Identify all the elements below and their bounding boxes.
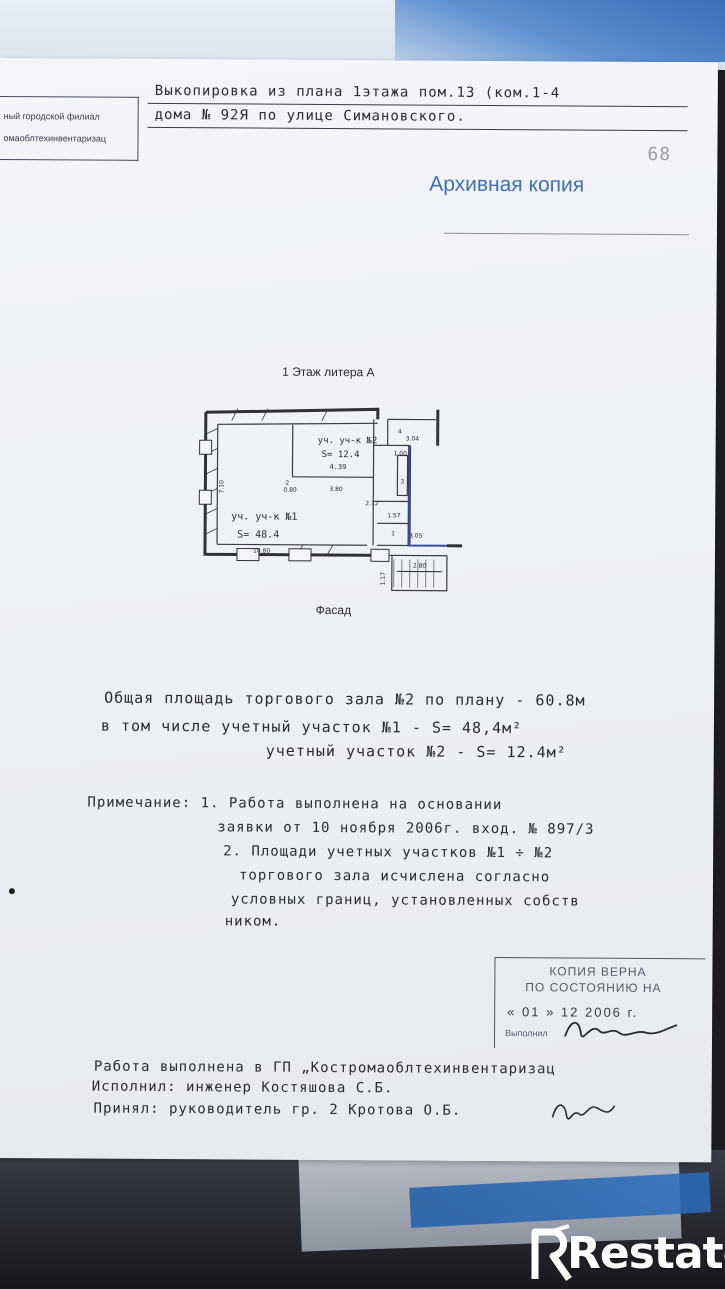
document-sheet: Выкопировка из плана 1этажа пом.13 (ком.… (0, 58, 718, 1163)
svg-text:3: 3 (400, 478, 404, 485)
copy-stamp-line-1: КОПИЯ ВЕРНА (549, 964, 647, 979)
header-line-2: дома № 92Я по улице Симановского. (154, 106, 466, 125)
dim-facade: 10.80 (253, 548, 270, 555)
note-line-2: заявки от 10 ноября 2006г. вход. № 897/3 (217, 819, 595, 838)
restate-watermark: Restate (525, 1220, 725, 1286)
organization-stamp-line-1: ный городской филиал (3, 111, 100, 122)
room1-label: уч. уч-к №1 (231, 511, 297, 522)
dim-small: 0.80 (283, 487, 297, 494)
archive-line (443, 232, 689, 236)
copy-certified-stamp: КОПИЯ ВЕРНА ПО СОСТОЯНИЮ НА « 01 » 12 20… (493, 957, 706, 1050)
ink-dot (8, 888, 15, 895)
header-line-1: Выкопировка из плана 1этажа пом.13 (ком.… (154, 82, 561, 102)
footer-signature (551, 1104, 616, 1120)
note-line-4: торгового зала исчислена согласно (238, 867, 551, 886)
dim-wc: 3.04 (406, 435, 420, 442)
copy-stamp-performed: Выполнил (505, 1028, 548, 1039)
dim-passage: 1.57 (387, 512, 401, 519)
note-line-1: Примечание: 1. Работа выполнена на основ… (87, 794, 503, 814)
restate-logo-text: Restate (567, 1228, 725, 1279)
restate-logo-icon (531, 1224, 572, 1281)
plan-title: 1 Этаж литера А (282, 364, 375, 380)
copy-stamp-line-2: ПО СОСТОЯНИЮ НА (525, 980, 662, 996)
archive-copy-label: Архивная копия (429, 172, 585, 197)
facade-label: Фасад (315, 602, 352, 618)
note-line-5: условных границ, установленных собств (230, 891, 580, 910)
svg-text:2: 2 (285, 480, 289, 487)
dim-center: 3.80 (329, 486, 343, 493)
note-line-6: ником. (224, 913, 282, 930)
footer-line-3: Принял: руководитель гр. 2 Кротова О.Б. (93, 1100, 462, 1119)
room2-label: уч. уч-к №2 (318, 436, 378, 446)
svg-text:1: 1 (391, 530, 395, 537)
dim-lobby: 3.05 (409, 533, 423, 540)
note-line-3: 2. Площади учетных участков №1 ÷ №2 (223, 843, 554, 862)
organization-stamp-line-2: омаоблтехинвентаризац (3, 133, 107, 144)
area-line-1: Общая площадь торгового зала №2 по плану… (104, 688, 586, 710)
organization-stamp: ный городской филиал омаоблтехинвентариз… (0, 95, 139, 161)
room2-dim: 4.39 (329, 463, 346, 471)
footer-line-1: Работа выполнена в ГП „Костромаоблтехинв… (93, 1058, 556, 1078)
dim-corridor: 2.12 (365, 500, 379, 507)
area-line-3: учетный участок №2 - S= 12.4м² (265, 741, 567, 762)
dim-porch: 2.80 (413, 563, 427, 570)
room2-area: S= 12.4 (322, 450, 360, 460)
stamp-signature (564, 1021, 678, 1038)
svg-text:4: 4 (398, 428, 402, 435)
area-line-2: в том числе учетный участок №1 - S= 48,4… (100, 716, 523, 738)
header-underline-2 (147, 126, 688, 132)
corner-number: 68 (647, 143, 672, 166)
dim-wc-small: 1.00 (394, 450, 408, 457)
floor-plan: уч. уч-к №2 S= 12.4 4.39 уч. уч-к №1 S= … (198, 407, 463, 592)
dim-left: 7.10 (218, 480, 225, 494)
dim-porch-side: 1.17 (380, 572, 387, 586)
background-blue-folder (395, 0, 725, 62)
footer-line-2: Исполнил: инженер Костяшова С.Б. (91, 1078, 394, 1097)
room1-area: S= 48.4 (237, 529, 279, 540)
